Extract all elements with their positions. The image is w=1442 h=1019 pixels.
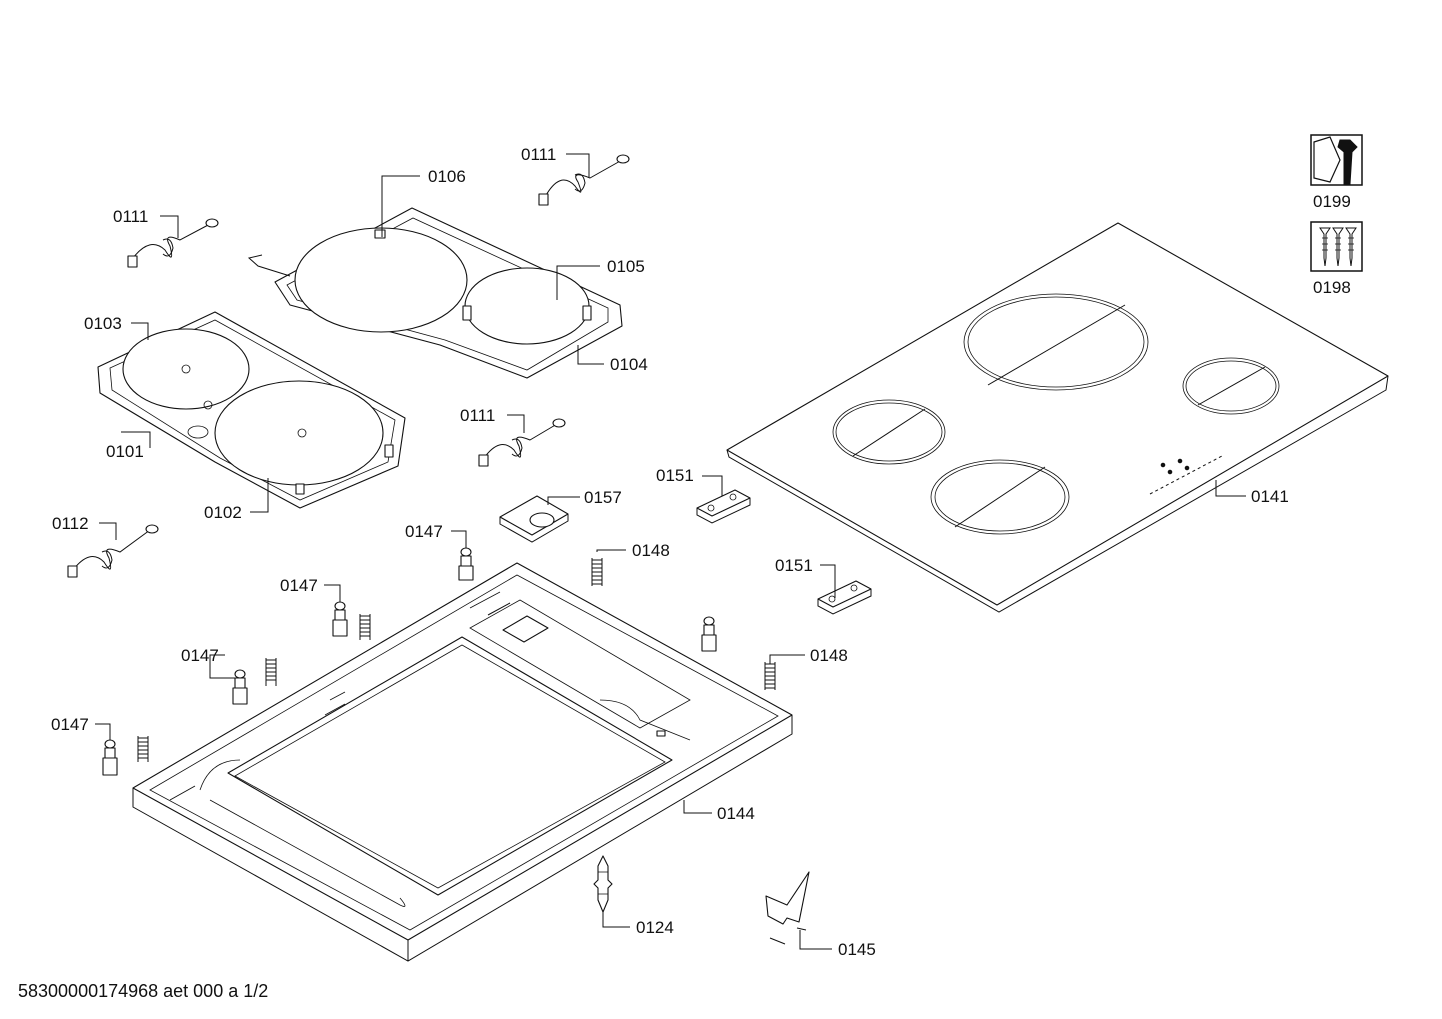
label-0103: 0103: [84, 314, 122, 333]
spring-extra-2: [265, 658, 277, 686]
spring-0148-a: [591, 558, 603, 586]
label-0111-left: 0111: [113, 207, 148, 226]
front-heating-tray: [97, 311, 406, 509]
label-0147-d: 0147: [51, 715, 89, 734]
label-0145: 0145: [838, 940, 876, 959]
clip-0151-lower: [817, 580, 872, 615]
sensor-cable-0111-left: [127, 218, 219, 268]
label-0102: 0102: [204, 503, 242, 522]
stud-0147-d: [102, 739, 118, 776]
label-0147-b: 0147: [280, 576, 318, 595]
label-0199: 0199: [1313, 192, 1351, 211]
standoff-0124: [593, 855, 613, 913]
label-0147-c: 0147: [181, 646, 219, 665]
clip-0151-upper: [696, 489, 751, 524]
label-0144: 0144: [717, 804, 755, 823]
stud-0147-a: [458, 547, 474, 581]
label-0104: 0104: [610, 355, 648, 374]
label-0198: 0198: [1313, 278, 1351, 297]
label-0112: 0112: [52, 514, 89, 533]
document-footer-id: 58300000174968 aet 000 a 1/2: [18, 981, 269, 1001]
label-0148-b: 0148: [810, 646, 848, 665]
label-0105: 0105: [607, 257, 645, 276]
stud-0147-c: [232, 669, 248, 705]
sensor-cable-0112: [67, 524, 159, 578]
label-0106: 0106: [428, 167, 466, 186]
label-0111-top: 0111: [521, 145, 556, 164]
screws-symbol-0198: [1310, 221, 1363, 272]
label-0148-a: 0148: [632, 541, 670, 560]
label-0147-a: 0147: [405, 522, 443, 541]
stud-0147-e: [701, 616, 717, 652]
spring-extra-3: [137, 736, 149, 762]
rear-heating-tray: [247, 207, 623, 379]
spring-extra-1: [359, 614, 371, 640]
label-0141: 0141: [1251, 487, 1289, 506]
sensor-cable-0111-mid: [478, 418, 566, 467]
label-0111-mid: 0111: [460, 406, 495, 425]
label-0124: 0124: [636, 918, 674, 937]
glass-ceramic-hob-top: [726, 222, 1389, 613]
label-0151-lower: 0151: [775, 556, 813, 575]
sensor-cable-0111-top: [538, 154, 630, 206]
leader-lines: [95, 153, 1246, 950]
label-0101: 0101: [106, 442, 144, 461]
tool-kit-symbol-0199: [1310, 134, 1363, 186]
bracket-0157: [499, 495, 569, 543]
spring-0148-b: [764, 662, 776, 690]
label-0151-upper: 0151: [656, 466, 694, 485]
bent-plate-0145: [765, 871, 810, 945]
housing-frame-0144: [132, 562, 793, 962]
stud-0147-b: [332, 601, 348, 637]
part-labels: 0106 0111 0111 0105 0103 0104 0111 0101 …: [51, 145, 1351, 959]
label-0157: 0157: [584, 488, 622, 507]
